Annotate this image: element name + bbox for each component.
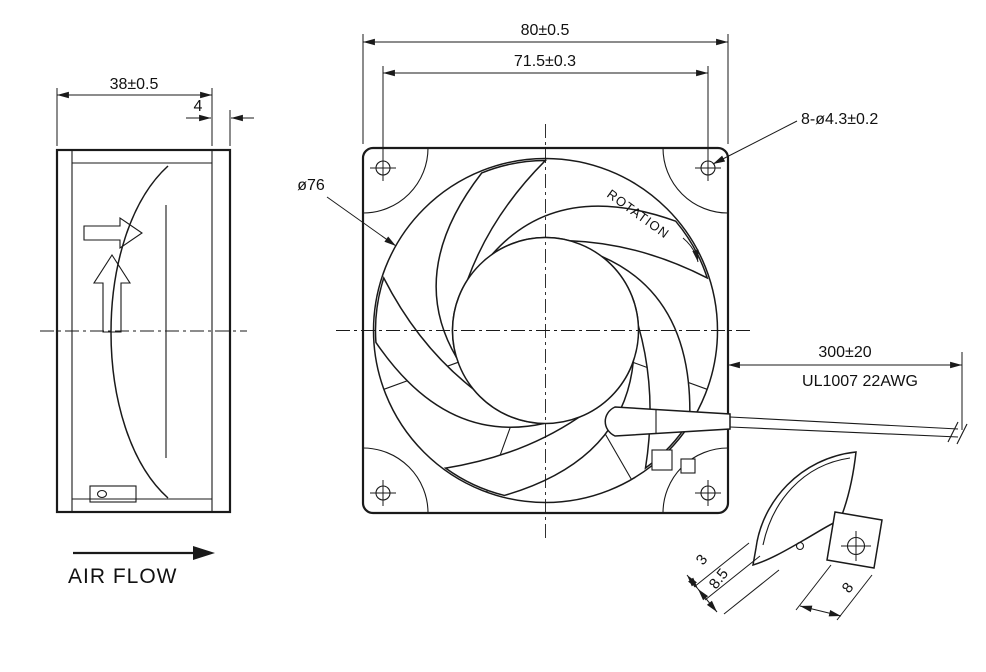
side-view: 38±0.5 4 AIR FLOW [40,76,254,588]
wire-break-tick [956,423,968,445]
detail-dim-a-line [686,574,699,590]
mounting-hole [695,155,721,181]
front-view: ROTATION 80±0 [297,22,968,540]
side-view-outline [55,148,232,514]
blade-section-inner-line [762,457,851,546]
airflow-label: AIR FLOW [68,565,178,588]
detail-dim-c-line [799,605,842,617]
wire-spec-text: UL1007 22AWG [802,373,918,390]
impeller-dia-leader [326,196,397,247]
blade-section-pivot [795,541,805,551]
blade-detail-view: 3 8.5 8 [686,451,883,621]
terminal-hole [96,489,108,499]
detail-dim-c-text: 8 [839,579,858,596]
depth-dim-text: 38±0.5 [110,76,159,93]
corner-fillet [362,447,429,514]
blade-mount-plate [826,511,883,569]
wire-break-tick [947,421,959,443]
terminal-block [89,485,137,503]
mounting-hole-leader [712,120,798,165]
detail-extension-lines [693,542,873,621]
mounting-hole [370,480,396,506]
flange-dim-text: 4 [194,98,203,115]
lead-wire-top [729,416,959,430]
corner-fillet [362,147,429,214]
mounting-hole-dim-text: 8-ø4.3±0.2 [801,111,878,128]
airflow-direction-arrow-outline [83,216,143,250]
terminal-square-large [651,449,673,471]
lead-wire-bottom [729,426,959,438]
mounting-hole [370,155,396,181]
rotation-direction-arrow-outline [92,253,132,333]
corner-fillet [662,447,729,514]
detail-dim-b-line [697,588,718,613]
rotation-arrow [682,237,699,263]
detail-dim-a-text: 3 [693,551,712,568]
wire-strain-relief [604,406,731,437]
impeller-dia-dim-text: ø76 [297,177,325,194]
mounting-holes [370,155,721,506]
wire-length-dim-text: 300±20 [818,344,871,361]
corner-fillet [662,147,729,214]
detail-dim-b-text: 8.5 [706,566,732,593]
blade-section-outline [752,451,857,567]
frame-size-dim-text: 80±0.5 [521,22,570,39]
terminal-square-small [680,458,696,474]
mounting-hole [695,480,721,506]
hole-pitch-dim-text: 71.5±0.3 [514,53,576,70]
airflow-arrow-head [193,546,215,560]
